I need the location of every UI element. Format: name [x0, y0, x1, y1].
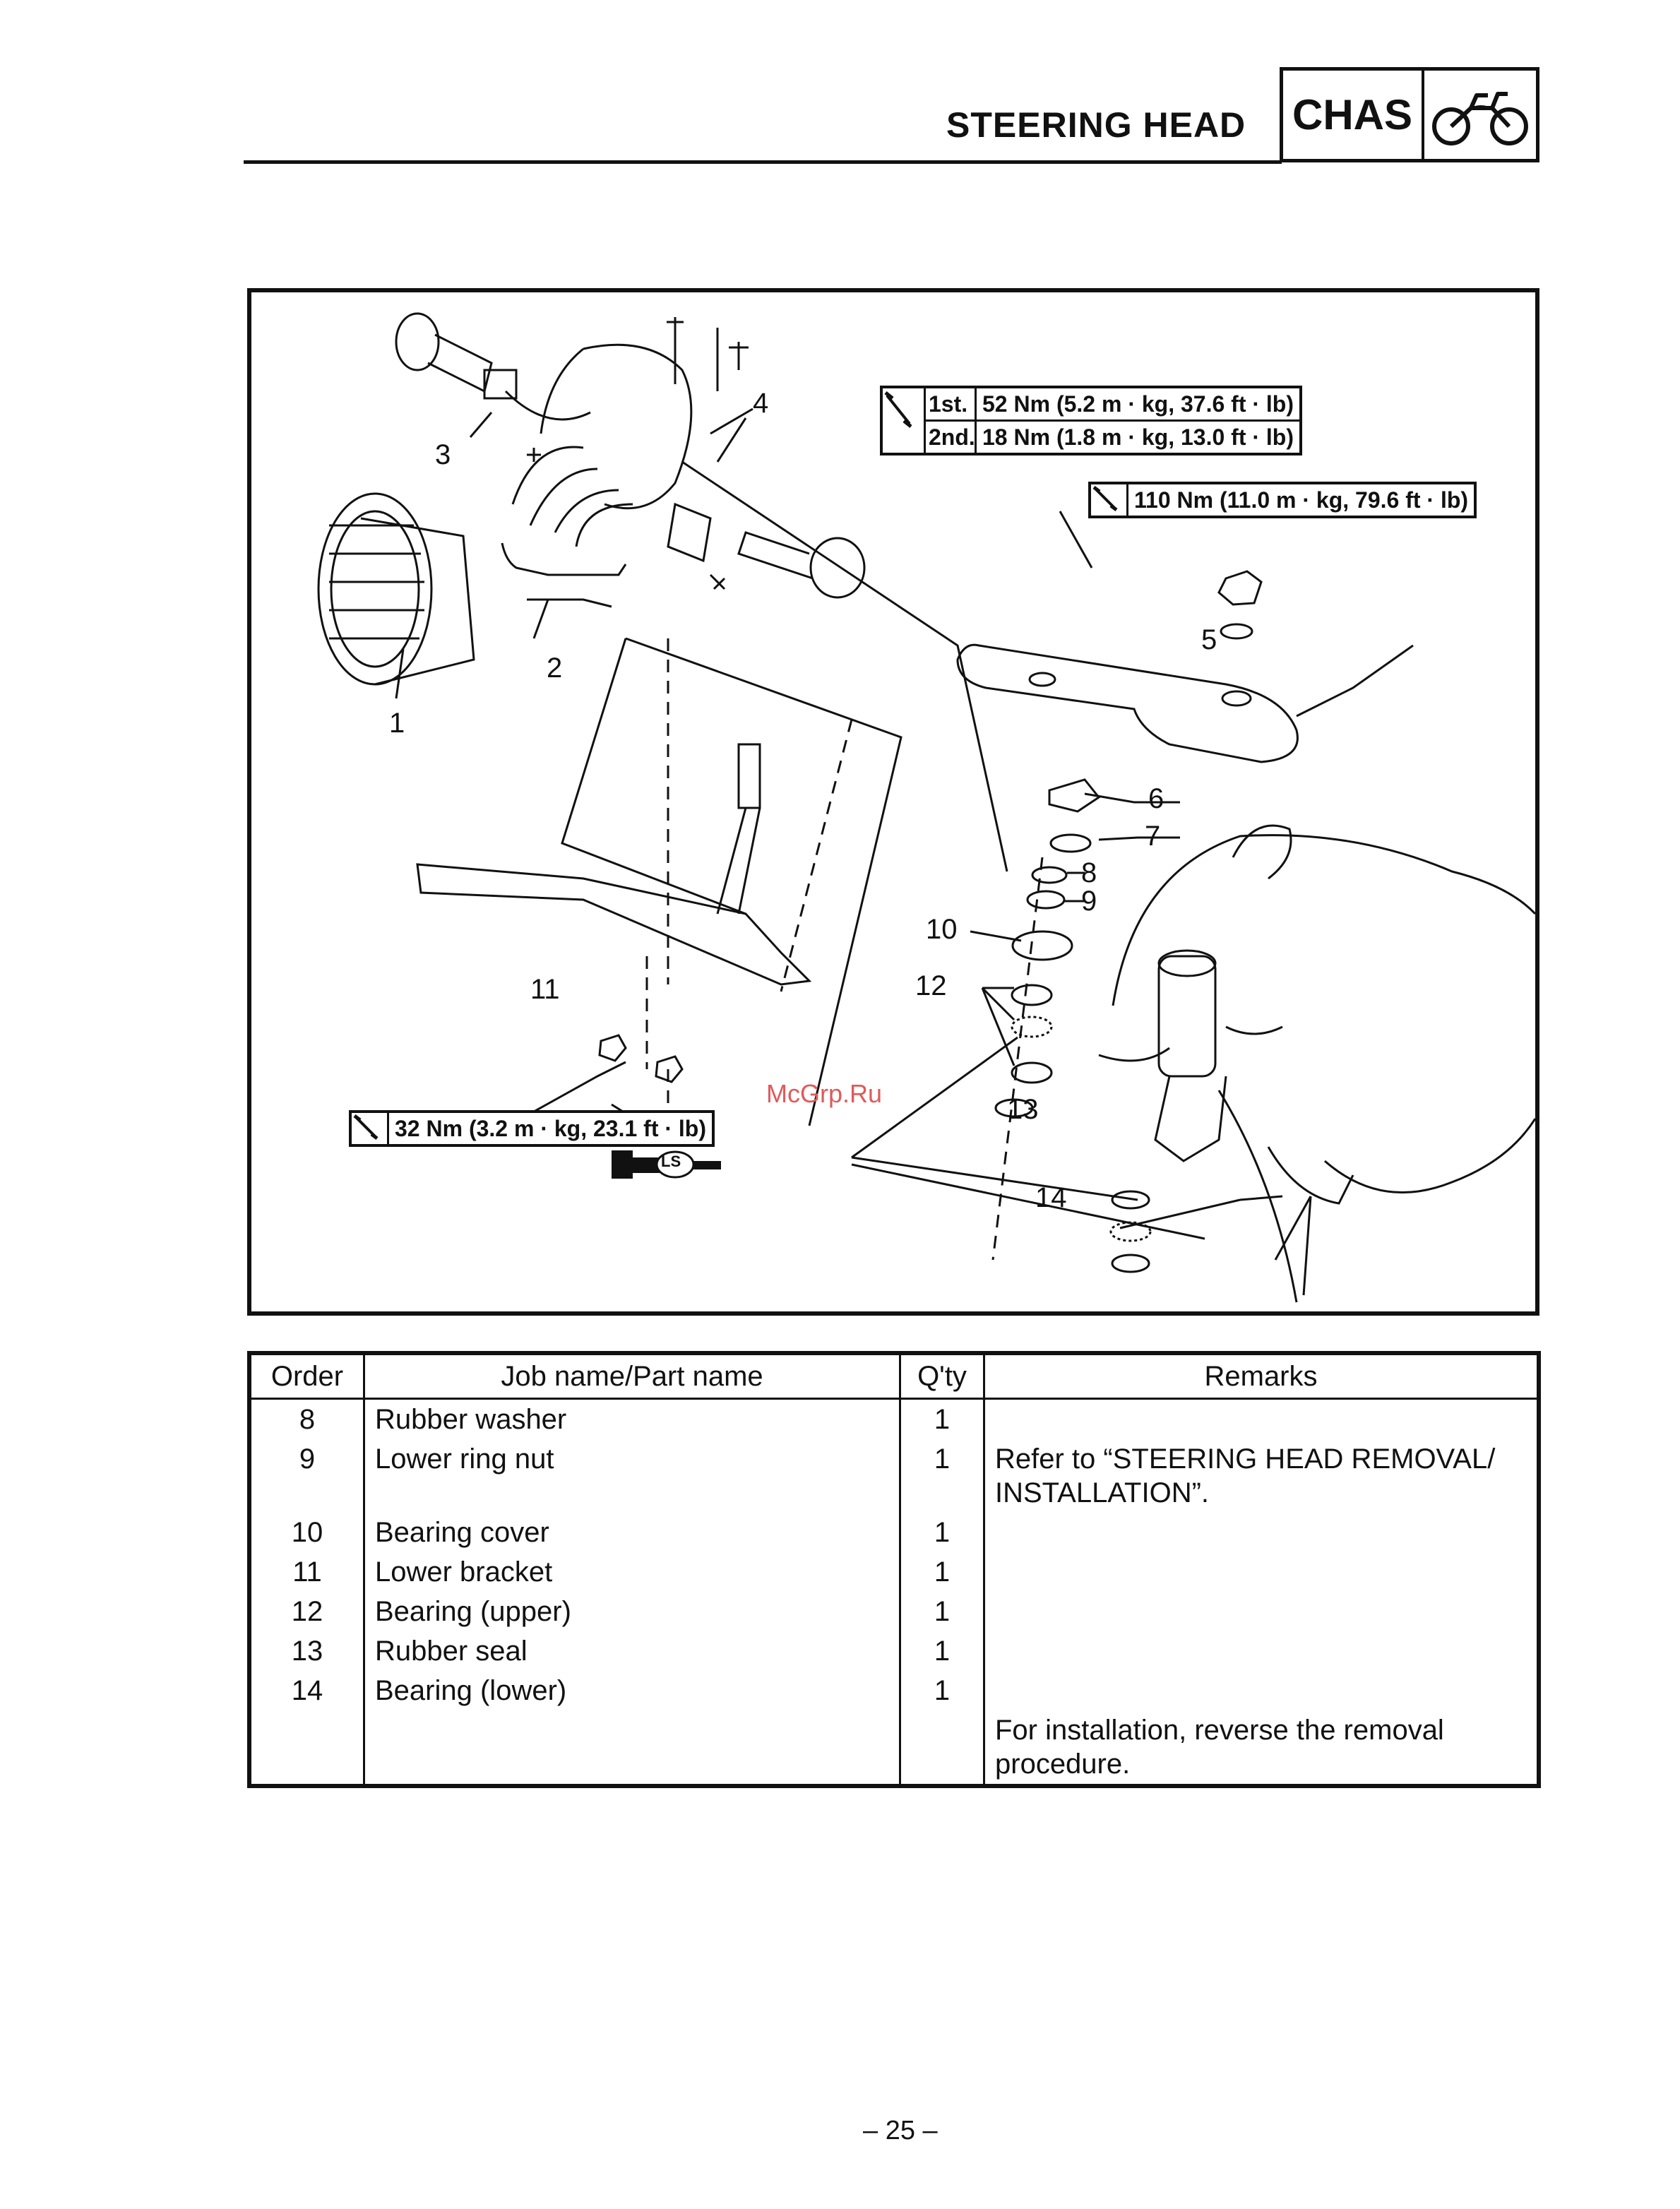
remarks-cell: For installation, reverse the removal pr…: [983, 1710, 1540, 1786]
table-row: 9 Lower ring nut 1 Refer to “STEERING HE…: [248, 1439, 1540, 1513]
callout-4: 4: [753, 388, 769, 419]
table-row: 11 Lower bracket 1: [248, 1552, 1540, 1592]
remarks-cell: Refer to “STEERING HEAD REMOVAL/ INSTALL…: [983, 1439, 1540, 1513]
watermark: McGrp.Ru: [766, 1079, 883, 1108]
part-name-cell: Rubber washer: [363, 1398, 901, 1439]
torque-wrench-icon: [352, 1113, 389, 1144]
header-rule: [244, 160, 1282, 164]
callout-1: 1: [389, 708, 405, 739]
order-cell: 14: [248, 1671, 365, 1710]
exploded-diagram: 1 2 3 4 5 6 7 8 9 10 11 12 13 14 1st. 52…: [247, 288, 1539, 1316]
part-name-cell: Bearing cover: [363, 1513, 901, 1552]
callout-12: 12: [915, 970, 947, 1001]
header-name: Job name/Part name: [363, 1352, 901, 1400]
order-cell: 8: [248, 1398, 365, 1439]
page-number: – 25 –: [863, 2116, 938, 2145]
remarks-cell: [983, 1513, 1540, 1552]
motorcycle-icon: [1424, 71, 1536, 159]
callout-14: 14: [1035, 1182, 1067, 1213]
torque-value-2: 18 Nm (1.8 m · kg, 13.0 ft · lb): [982, 424, 1294, 450]
qty-cell: 1: [899, 1631, 985, 1671]
qty-cell: 1: [899, 1398, 985, 1439]
order-cell: 10: [248, 1513, 365, 1552]
torque-value-nut: 110 Nm (11.0 m · kg, 79.6 ft · lb): [1134, 487, 1469, 513]
header-remarks: Remarks: [983, 1352, 1540, 1400]
table-row: 10 Bearing cover 1: [248, 1513, 1540, 1552]
callout-10: 10: [926, 914, 958, 945]
remarks-cell: [983, 1631, 1540, 1671]
callout-11: 11: [530, 974, 560, 1005]
grease-gun-icon: [612, 1150, 721, 1179]
order-cell: [248, 1710, 365, 1786]
remarks-cell: [983, 1671, 1540, 1710]
torque-spec-nut: 110 Nm (11.0 m · kg, 79.6 ft · lb): [1088, 482, 1477, 518]
remarks-cell: [983, 1592, 1540, 1631]
torque-wrench-icon: [883, 388, 926, 453]
parts-table: Order Job name/Part name Q'ty Remarks 8 …: [247, 1351, 1541, 1788]
page-title: STEERING HEAD: [946, 105, 1246, 145]
part-name-cell: Lower bracket: [363, 1552, 901, 1592]
table-row: 8 Rubber washer 1: [248, 1398, 1540, 1439]
header-qty: Q'ty: [899, 1352, 985, 1400]
diagram-drawing: [317, 312, 1535, 1303]
torque-wrench-icon: [1091, 484, 1128, 516]
section-badge: CHAS: [1280, 67, 1539, 162]
lubricant-label: LS: [661, 1153, 681, 1170]
qty-cell: 1: [899, 1592, 985, 1631]
remarks-cell: [983, 1398, 1540, 1439]
qty-cell: 1: [899, 1671, 985, 1710]
part-name-cell: Bearing (lower): [363, 1671, 901, 1710]
torque-value-lower: 32 Nm (3.2 m · kg, 23.1 ft · lb): [395, 1115, 706, 1141]
callout-7: 7: [1145, 821, 1161, 852]
callout-13: 13: [1007, 1094, 1039, 1125]
table-row: 13 Rubber seal 1: [248, 1631, 1540, 1671]
torque-step-2: 2nd.: [926, 422, 977, 453]
torque-spec-lower: 32 Nm (3.2 m · kg, 23.1 ft · lb): [349, 1110, 715, 1147]
qty-cell: 1: [899, 1552, 985, 1592]
torque-value-1: 52 Nm (5.2 m · kg, 37.6 ft · lb): [982, 391, 1294, 417]
torque-spec-two-step: 1st. 52 Nm (5.2 m · kg, 37.6 ft · lb) 2n…: [880, 386, 1302, 456]
part-name-cell: Rubber seal: [363, 1631, 901, 1671]
section-badge-label: CHAS: [1283, 71, 1424, 159]
remarks-cell: [983, 1552, 1540, 1592]
callout-5: 5: [1201, 624, 1217, 655]
order-cell: 13: [248, 1631, 365, 1671]
order-cell: 9: [248, 1439, 365, 1513]
callout-3: 3: [435, 439, 451, 470]
table-row: 14 Bearing (lower) 1: [248, 1671, 1540, 1710]
order-cell: 11: [248, 1552, 365, 1592]
torque-step-1: 1st.: [926, 388, 977, 419]
callout-8: 8: [1081, 857, 1097, 888]
callout-9: 9: [1081, 886, 1097, 917]
table-row: For installation, reverse the removal pr…: [248, 1710, 1540, 1786]
qty-cell: [899, 1710, 985, 1786]
callout-6: 6: [1148, 783, 1164, 814]
part-name-cell: Bearing (upper): [363, 1592, 901, 1631]
qty-cell: 1: [899, 1439, 985, 1513]
part-name-cell: [363, 1710, 901, 1786]
table-header-row: Order Job name/Part name Q'ty Remarks: [248, 1352, 1540, 1400]
table-row: 12 Bearing (upper) 1: [248, 1592, 1540, 1631]
callout-2: 2: [547, 653, 563, 684]
qty-cell: 1: [899, 1513, 985, 1552]
order-cell: 12: [248, 1592, 365, 1631]
part-name-cell: Lower ring nut: [363, 1439, 901, 1513]
header-order: Order: [248, 1352, 365, 1400]
